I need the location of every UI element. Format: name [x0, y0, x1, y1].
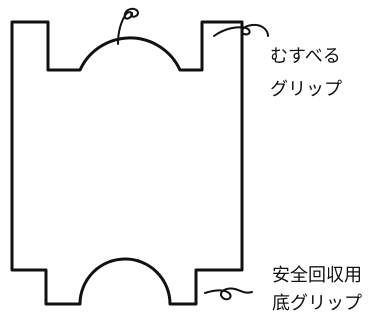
bag-outline	[10, 20, 244, 306]
top-grip-label-line1: むすべる	[270, 46, 341, 67]
tie-curl-top	[117, 7, 139, 45]
top-grip-leader	[213, 23, 269, 37]
top-grip-label-line2: グリップ	[270, 79, 342, 100]
bottom-grip-label-line1: 安全回収用	[272, 265, 362, 286]
bottom-grip-label-line2: 底グリップ	[272, 293, 362, 314]
bottom-grip-curl	[204, 287, 253, 301]
